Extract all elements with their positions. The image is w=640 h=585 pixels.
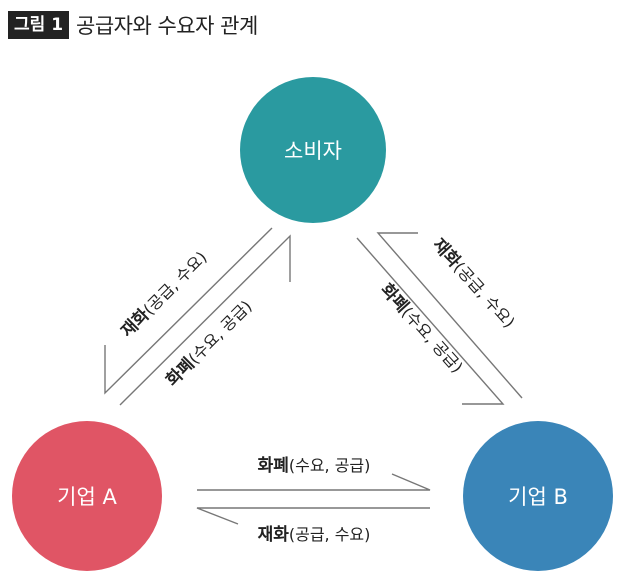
figure-badge: 그림 1 (8, 11, 70, 39)
consumer-label: 소비자 (284, 139, 342, 163)
left-inner-arrow (119, 234, 291, 406)
company-b-node (463, 421, 613, 571)
bottom-top-label: 화폐(수요, 공급) (258, 456, 371, 476)
figure-header: 그림 1 공급자와 수요자 관계 (8, 8, 258, 42)
bottom-bottom-arrow (196, 507, 430, 525)
right-outer-label-rest: (공급, 수요) (450, 258, 519, 331)
right-inner-arrow (356, 237, 505, 405)
company-a-node (12, 421, 162, 571)
consumer-node (240, 77, 386, 223)
bottom-top-label-rest: (수요, 공급) (289, 456, 371, 475)
right-outer-label: 재화(공급, 수요) (428, 235, 518, 332)
left-inner-label-rest: (수요, 공급) (185, 297, 256, 368)
bottom-top-arrow (197, 473, 431, 491)
left-outer-arrow (104, 227, 273, 395)
right-inner-label: 화폐(수요, 공급) (376, 280, 466, 377)
figure-title: 공급자와 수요자 관계 (76, 14, 258, 38)
company-b-label: 기업 B (508, 485, 568, 509)
bottom-bottom-label: 재화(공급, 수요) (258, 525, 371, 545)
bottom-bottom-label-bold: 재화 (258, 525, 290, 545)
bottom-bottom-label-rest: (공급, 수요) (289, 525, 371, 544)
company-a-label: 기업 A (57, 485, 117, 509)
right-inner-label-rest: (수요, 공급) (398, 303, 467, 376)
left-inner-label: 화폐(수요, 공급) (162, 297, 256, 391)
right-outer-arrow (376, 232, 523, 399)
bottom-top-label-bold: 화폐 (258, 456, 289, 476)
left-outer-label-rest: (공급, 수요) (140, 248, 211, 319)
